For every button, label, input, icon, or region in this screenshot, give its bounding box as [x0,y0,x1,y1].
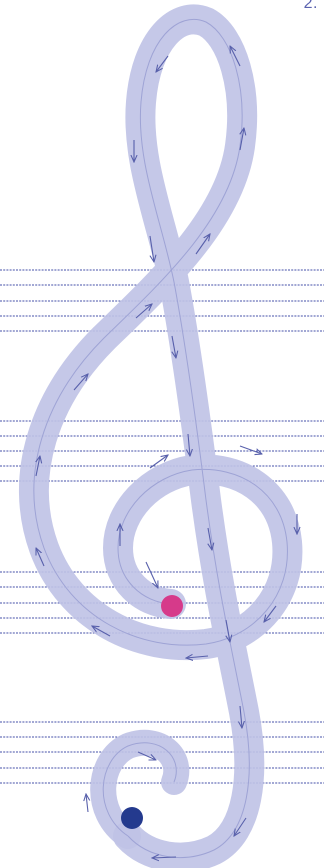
arrow-4 [240,446,262,454]
end-dot-blue [121,807,143,829]
clef-main-stroke [34,19,287,857]
start-dot-pink [161,595,183,617]
arrow-26 [86,794,88,812]
clef-band [34,19,287,857]
